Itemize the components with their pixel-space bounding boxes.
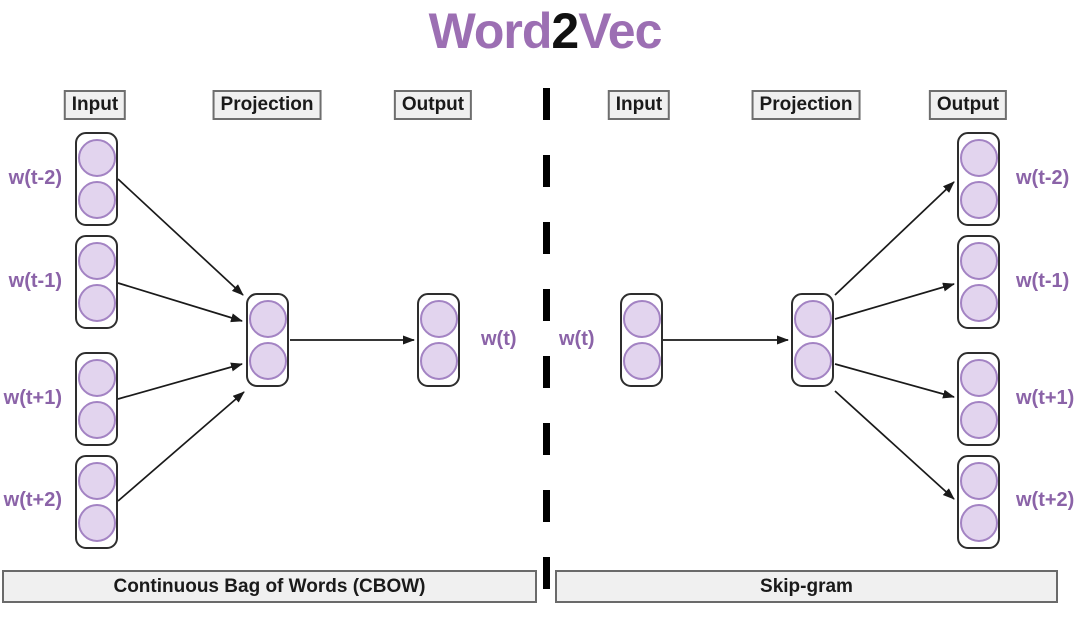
cbow-output-node <box>417 293 460 387</box>
skipgram-caption: Skip-gram <box>555 570 1058 603</box>
skipgram-output-node-wt+1 <box>957 352 1000 446</box>
neuron-circle <box>248 342 287 380</box>
neuron-circle <box>419 342 458 380</box>
neuron-circle <box>77 284 116 322</box>
skipgram-label-wt-1: w(t-1) <box>1016 270 1070 292</box>
neuron-circle <box>77 401 116 439</box>
cbow-header-projection: Projection <box>212 90 322 120</box>
neuron-circle <box>622 300 661 338</box>
neuron-circle <box>959 359 998 397</box>
cbow-header-input: Input <box>63 90 127 120</box>
skipgram-arrow-projection-to-wt-1 <box>834 282 955 320</box>
neuron-circle <box>77 242 116 280</box>
skipgram-header-input: Input <box>607 90 671 120</box>
neuron-circle <box>77 462 116 500</box>
neuron-circle <box>77 504 116 542</box>
cbow-input-node-wt-1 <box>75 235 118 329</box>
skipgram-header-projection: Projection <box>751 90 861 120</box>
cbow-input-node-wt-2 <box>75 132 118 226</box>
skipgram-output-node-wt-2 <box>957 132 1000 226</box>
neuron-circle <box>793 342 832 380</box>
cbow-label-wt: w(t) <box>481 328 517 350</box>
page-title: Word2Vec <box>5 2 1080 60</box>
cbow-arrow-wt-2-to-projection <box>117 178 244 296</box>
skipgram-output-node-wt-1 <box>957 235 1000 329</box>
title-word: Word <box>428 3 553 59</box>
skipgram-label-wt-2: w(t-2) <box>1016 167 1070 189</box>
skipgram-header-output: Output <box>928 90 1008 120</box>
neuron-circle <box>248 300 287 338</box>
skipgram-arrow-projection-to-wt+2 <box>834 390 955 500</box>
cbow-caption: Continuous Bag of Words (CBOW) <box>2 570 537 603</box>
skipgram-output-node-wt+2 <box>957 455 1000 549</box>
cbow-input-node-wt+1 <box>75 352 118 446</box>
neuron-circle <box>959 504 998 542</box>
neuron-circle <box>959 139 998 177</box>
cbow-label-wt-2: w(t-2) <box>8 167 62 189</box>
title-vec: Vec <box>578 3 662 59</box>
cbow-arrow-wt+1-to-projection <box>117 362 243 400</box>
neuron-circle <box>959 284 998 322</box>
neuron-circle <box>959 242 998 280</box>
skipgram-arrow-projection-to-wt+1 <box>834 363 955 399</box>
skipgram-label-wt+2: w(t+2) <box>1016 489 1075 511</box>
neuron-circle <box>622 342 661 380</box>
neuron-circle <box>77 139 116 177</box>
skipgram-label-wt: w(t) <box>559 328 595 350</box>
neuron-circle <box>959 181 998 219</box>
neuron-circle <box>959 462 998 500</box>
neuron-circle <box>77 181 116 219</box>
cbow-arrow-wt+2-to-projection <box>117 391 245 502</box>
skipgram-label-wt+1: w(t+1) <box>1016 387 1075 409</box>
skipgram-projection-node <box>791 293 834 387</box>
skipgram-arrow-projection-to-wt-2 <box>834 181 955 296</box>
neuron-circle <box>419 300 458 338</box>
cbow-arrow-wt-1-to-projection <box>117 282 243 323</box>
neuron-circle <box>959 401 998 439</box>
neuron-circle <box>793 300 832 338</box>
skipgram-input-node <box>620 293 663 387</box>
cbow-projection-node <box>246 293 289 387</box>
cbow-label-wt-1: w(t-1) <box>8 270 62 292</box>
title-number: 2 <box>551 3 579 59</box>
cbow-label-wt+2: w(t+2) <box>3 489 62 511</box>
cbow-input-node-wt+2 <box>75 455 118 549</box>
neuron-circle <box>77 359 116 397</box>
cbow-header-output: Output <box>393 90 473 120</box>
cbow-label-wt+1: w(t+1) <box>3 387 62 409</box>
